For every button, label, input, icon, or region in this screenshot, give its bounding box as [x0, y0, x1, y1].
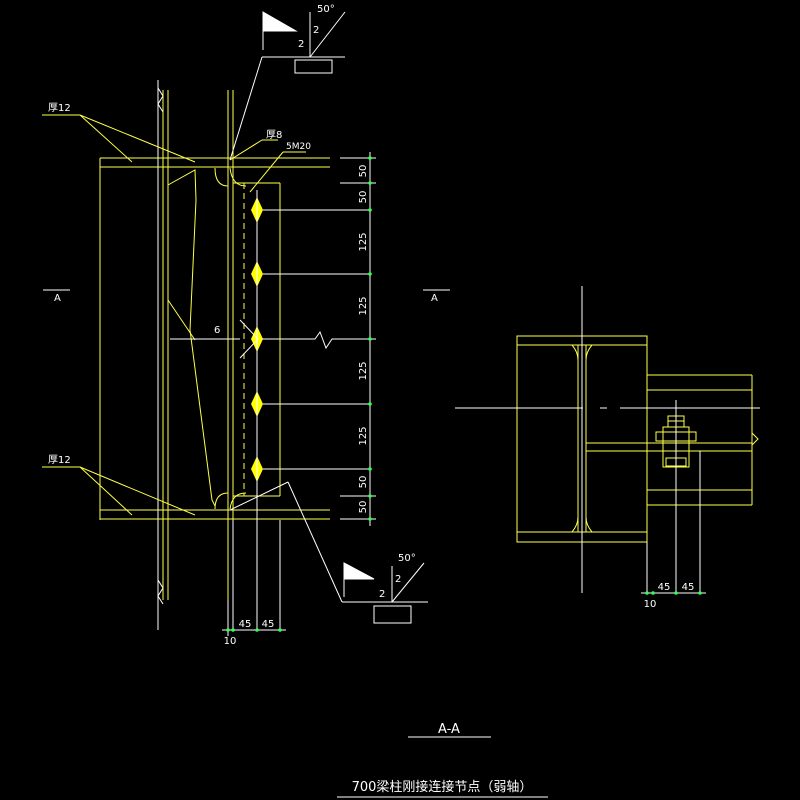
weld-bot-size: 2: [395, 574, 401, 585]
dim-v-6: 50: [358, 476, 369, 489]
section-dim-45b: 45: [682, 582, 695, 593]
tick: [368, 208, 372, 212]
leader-plate: [229, 139, 263, 161]
weld-symbol-top: [229, 11, 346, 161]
label-weld-6: 6: [214, 325, 220, 336]
weld-symbol-bottom: [229, 481, 428, 624]
section-dim-ticks: [645, 591, 702, 595]
dim-v-5: 125: [358, 426, 369, 445]
cope-arc-bottom: [214, 492, 229, 510]
beam-break-line: [262, 330, 350, 350]
section-title: A-A: [438, 722, 460, 737]
cope-arc-bottom-2: [229, 492, 247, 510]
weld-bot-leader-2: [287, 481, 343, 603]
tick: [255, 628, 259, 632]
label-thickness-top: 厚12: [48, 102, 71, 114]
dim-v-1: 50: [358, 191, 369, 204]
web-curve-line: [167, 169, 216, 507]
cope-arc-top-2: [229, 167, 247, 187]
tick: [368, 517, 372, 521]
vertical-dim-labels: 50 50 125 125 125 125 50 50: [358, 165, 369, 514]
weld-top-backing: [294, 59, 333, 74]
leaders-thickness: [42, 114, 306, 516]
tick: [368, 494, 372, 498]
leader-thk-top-b: [79, 114, 196, 163]
section-fillet-tl: [571, 344, 579, 361]
section-dim-10: 10: [644, 599, 657, 610]
weld-bot-bevel-diag: [391, 562, 425, 603]
weld-top-angle: 50°: [317, 4, 335, 15]
leader-thk-top-a: [79, 114, 133, 163]
tick: [368, 156, 372, 160]
weld-top-size: 2: [313, 25, 319, 36]
break-line-top: [157, 87, 164, 113]
dim-bottom-10: 10: [224, 636, 237, 647]
drawing-title: 700梁柱刚接连接节点（弱轴）: [352, 779, 533, 795]
dim-tick-marks: [368, 156, 372, 521]
section-plate-break: [751, 432, 759, 446]
leader-thk-bot-a: [79, 466, 133, 516]
dim-v-4: 125: [358, 361, 369, 380]
tick: [645, 591, 649, 595]
dim-bottom-45b: 45: [262, 619, 275, 630]
leader-thk-bot-b: [79, 466, 196, 516]
leader-bolt: [249, 151, 284, 193]
tick: [674, 591, 678, 595]
tick: [226, 628, 230, 632]
weld6-flag: [239, 319, 259, 359]
weld-top-flag: [262, 11, 298, 32]
bolts: [232, 190, 370, 630]
label-thickness-bottom: 厚12: [48, 454, 71, 466]
section-mark-left: A: [54, 293, 61, 304]
tick: [368, 181, 372, 185]
dim-v-7: 50: [358, 501, 369, 514]
weld-top-leader: [229, 56, 263, 161]
weld-bot-gap: 2: [379, 589, 385, 600]
tick: [368, 337, 372, 341]
tick: [368, 402, 372, 406]
tick: [368, 467, 372, 471]
dim-bottom-45a: 45: [239, 619, 252, 630]
weld-top-bevel-diag: [309, 11, 346, 58]
section-fillet-tr: [585, 344, 593, 361]
section-fillet-br: [585, 516, 593, 533]
bottom-dim-ticks: [226, 628, 282, 632]
weld-top-gap: 2: [298, 39, 304, 50]
section-mark-right: A: [431, 293, 438, 304]
dim-v-0: 50: [358, 165, 369, 178]
dim-v-3: 125: [358, 296, 369, 315]
section-dim-45a: 45: [658, 582, 671, 593]
section-aa-centerlines: [455, 286, 760, 594]
label-thickness-plate: 厚8: [266, 129, 282, 141]
tick: [698, 591, 702, 595]
dim-v-2: 125: [358, 232, 369, 251]
tick: [278, 628, 282, 632]
break-line-bottom: [157, 579, 164, 605]
weld-bot-backing: [373, 605, 412, 624]
tick: [651, 591, 655, 595]
weld-symbol-6: [170, 319, 350, 359]
weld-bot-flag: [343, 562, 375, 580]
cope-arc-top: [214, 167, 229, 187]
tick: [368, 272, 372, 276]
tick: [231, 628, 235, 632]
weld-bot-angle: 50°: [398, 553, 416, 564]
section-fillet-bl: [571, 516, 579, 533]
label-bolts: 5M20: [286, 142, 311, 152]
weld-bot-leader-1: [229, 481, 289, 511]
web-diagonal: [167, 299, 196, 341]
